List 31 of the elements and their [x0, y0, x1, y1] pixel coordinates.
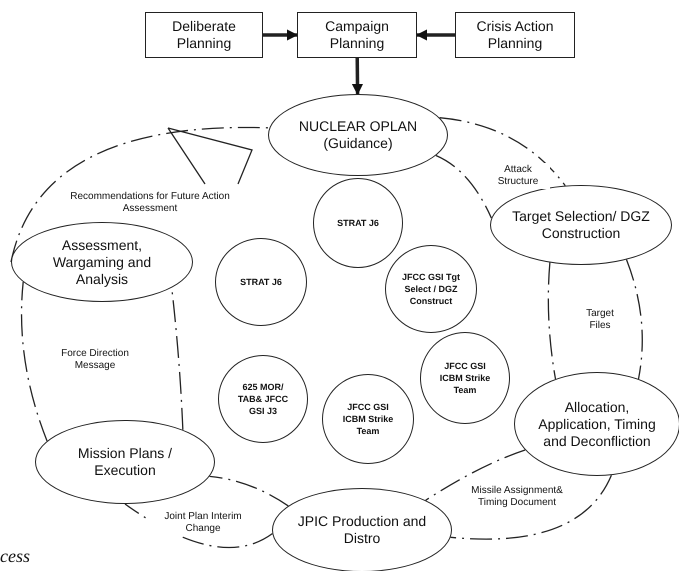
thick-arrow	[416, 29, 455, 41]
thick-arrow	[263, 29, 298, 41]
node-label: STRAT J6	[240, 276, 282, 288]
node-label: Assessment, Wargaming and Analysis	[52, 236, 152, 288]
process-box	[455, 12, 575, 58]
connector-line	[210, 476, 289, 506]
connector-line	[626, 259, 643, 380]
connector-line	[425, 449, 526, 501]
process-box	[145, 12, 263, 58]
connector-line	[450, 474, 612, 540]
node-label: Allocation, Application, Timing and Deconfliction	[537, 398, 657, 450]
connector-line	[440, 117, 566, 186]
node-label: JFCC GSI ICBM Strike Team	[438, 360, 492, 396]
node-label: 625 MOR/ TAB& JFCC GSI J3	[236, 381, 290, 417]
node-label: Target Selection/ DGZ Construction	[511, 208, 651, 242]
connector-line	[436, 154, 492, 218]
node-label: JPIC Production and Distro	[296, 513, 428, 547]
node-label: JFCC GSI Tgt Select / DGZ Construct	[401, 271, 461, 307]
connector-line	[10, 126, 270, 262]
node-label: Crisis Action Planning	[475, 18, 555, 52]
node-label: Campaign Planning	[324, 18, 390, 52]
node-label: Deliberate Planning	[171, 18, 237, 52]
node-label: STRAT J6	[337, 217, 379, 229]
connector-line	[20, 282, 48, 442]
node-label: Mission Plans / Execution	[76, 445, 174, 479]
thick-arrow	[352, 58, 364, 96]
process-box	[297, 12, 417, 58]
caption-fragment: cess	[0, 546, 30, 567]
connector-line	[548, 262, 556, 380]
node-label: NUCLEAR OPLAN (Guidance)	[298, 118, 418, 152]
node-label: JFCC GSI ICBM Strike Team	[342, 401, 394, 437]
